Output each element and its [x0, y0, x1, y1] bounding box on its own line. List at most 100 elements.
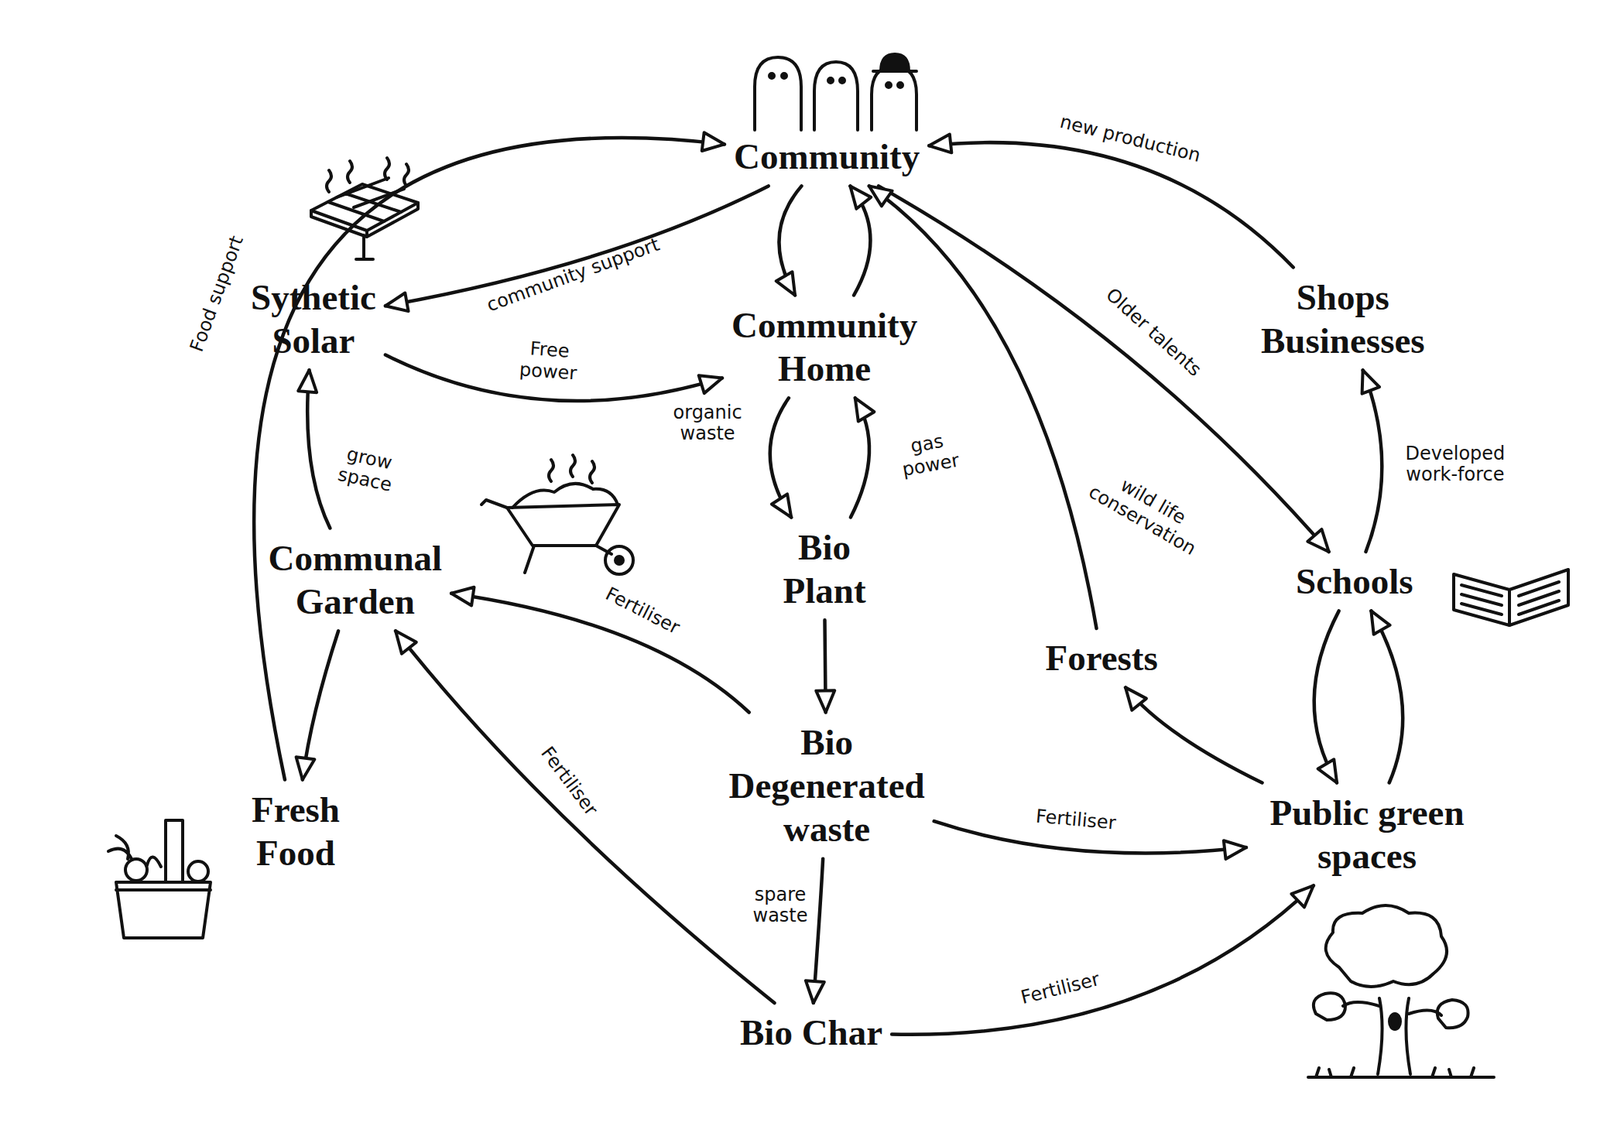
- edge-label: gas power: [897, 428, 962, 480]
- arrow-head: [296, 757, 316, 780]
- basket-illustration-part: [116, 888, 211, 892]
- arrow-line: [385, 185, 769, 306]
- node-label: Bio Plant: [778, 522, 871, 617]
- node-text: Bio Char: [740, 1010, 883, 1055]
- node-text: Shops Businesses: [1260, 275, 1426, 364]
- arrow-head: [1223, 840, 1247, 860]
- wheelbarrow-illustration: [481, 455, 634, 575]
- edge-label: Fertiliser: [1018, 969, 1102, 1010]
- arrow-head: [771, 493, 792, 518]
- arrow-head: [451, 587, 474, 607]
- solar-panel-illustration-part: [326, 157, 409, 192]
- flow-arrow: [253, 132, 725, 780]
- people-illustration-part: [873, 54, 917, 72]
- node-label: Bio Char: [735, 1007, 888, 1058]
- basket-illustration-part: [188, 861, 209, 882]
- edge-label: wild life conservation: [1084, 462, 1210, 559]
- arrow-line: [395, 630, 775, 1004]
- wheelbarrow-illustration-part: [524, 545, 612, 573]
- flow-arrow: [1362, 370, 1383, 552]
- node-text: Communal Garden: [268, 536, 443, 624]
- arrow-line: [1314, 610, 1340, 783]
- edge-label: Free power: [518, 337, 580, 384]
- arrow-line: [1363, 370, 1383, 552]
- arrow-head: [855, 397, 875, 422]
- people-illustration-part: [871, 66, 917, 131]
- flow-arrow: [815, 620, 835, 713]
- people-illustration-part: [897, 82, 903, 88]
- wheelbarrow-illustration-part: [548, 455, 595, 484]
- arrow-head: [1370, 610, 1390, 634]
- arrow-line: [253, 137, 725, 781]
- node-label: Fresh Food: [246, 784, 345, 879]
- arrow-line: [849, 185, 871, 295]
- arrow-line: [891, 885, 1314, 1035]
- people-illustration-part: [769, 73, 775, 79]
- flow-arrow: [891, 885, 1314, 1035]
- tree-illustration-part: [1308, 1068, 1494, 1078]
- node-text: Bio Degenerated waste: [729, 720, 926, 852]
- node-text: Bio Plant: [783, 525, 867, 614]
- people-illustration-part: [781, 73, 787, 79]
- edge-label: community support: [483, 234, 662, 317]
- node-text: Schools: [1295, 559, 1414, 603]
- arrow-head: [815, 690, 835, 713]
- arrow-line: [1125, 687, 1263, 783]
- people-illustration-part: [886, 82, 891, 88]
- arrow-line: [869, 185, 1097, 629]
- node-text: Forests: [1045, 636, 1159, 680]
- people-illustration-part: [754, 57, 802, 131]
- arrow-head: [698, 375, 723, 394]
- node-label: Community Home: [726, 300, 922, 395]
- node-label: Sythetic Solar: [246, 272, 381, 367]
- node-text: Fresh Food: [251, 788, 340, 876]
- edge-label: grow space: [335, 442, 398, 497]
- arrow-line: [307, 370, 330, 528]
- flow-arrow: [451, 587, 750, 713]
- flow-arrow: [805, 859, 825, 1004]
- people-illustration-part: [814, 61, 858, 131]
- arrow-head: [702, 132, 725, 151]
- wheelbarrow-illustration-part: [507, 504, 620, 546]
- flow-arrow: [869, 185, 1097, 629]
- flow-arrow: [298, 370, 330, 528]
- flow-arrow: [928, 134, 1294, 268]
- edge-label: spare waste: [753, 884, 809, 928]
- basket-illustration-part: [165, 820, 183, 883]
- node-text: Community Home: [731, 303, 918, 391]
- node-label: Shops Businesses: [1256, 272, 1430, 367]
- node-text: Public green spaces: [1255, 791, 1479, 879]
- node-label: Bio Degenerated waste: [724, 717, 930, 855]
- wheelbarrow-illustration-part: [605, 546, 634, 575]
- flow-arrow: [1314, 610, 1340, 783]
- arrow-head: [1318, 759, 1338, 783]
- wheelbarrow-illustration-part: [615, 556, 624, 565]
- arrow-head: [395, 630, 417, 654]
- edge-label: Food support: [185, 232, 248, 355]
- arrow-line: [1370, 610, 1403, 783]
- tree-illustration-part: [1377, 998, 1411, 1075]
- wheelbarrow-illustration-part: [481, 500, 508, 508]
- arrow-head: [1362, 370, 1380, 394]
- flow-arrow: [776, 185, 802, 295]
- node-label: Community: [729, 131, 925, 182]
- arrow-head: [1307, 529, 1329, 552]
- node-label: Public green spaces: [1250, 788, 1484, 882]
- node-label: Forests: [1041, 633, 1163, 683]
- arrow-line: [451, 593, 750, 713]
- arrow-line: [770, 397, 792, 518]
- arrow-head: [385, 293, 409, 312]
- book-illustration-part: [1461, 582, 1559, 615]
- flow-arrow: [1125, 687, 1263, 783]
- edge-label: Fertiliser: [1034, 806, 1117, 836]
- book-illustration: [1453, 569, 1569, 626]
- tree-illustration: [1308, 905, 1494, 1078]
- node-label: Schools: [1291, 556, 1419, 607]
- flow-arrow: [849, 185, 871, 295]
- edge-label: Developed work-force: [1405, 443, 1506, 487]
- flow-arrow: [385, 185, 769, 312]
- flow-arrow: [770, 397, 792, 518]
- arrow-head: [928, 134, 952, 154]
